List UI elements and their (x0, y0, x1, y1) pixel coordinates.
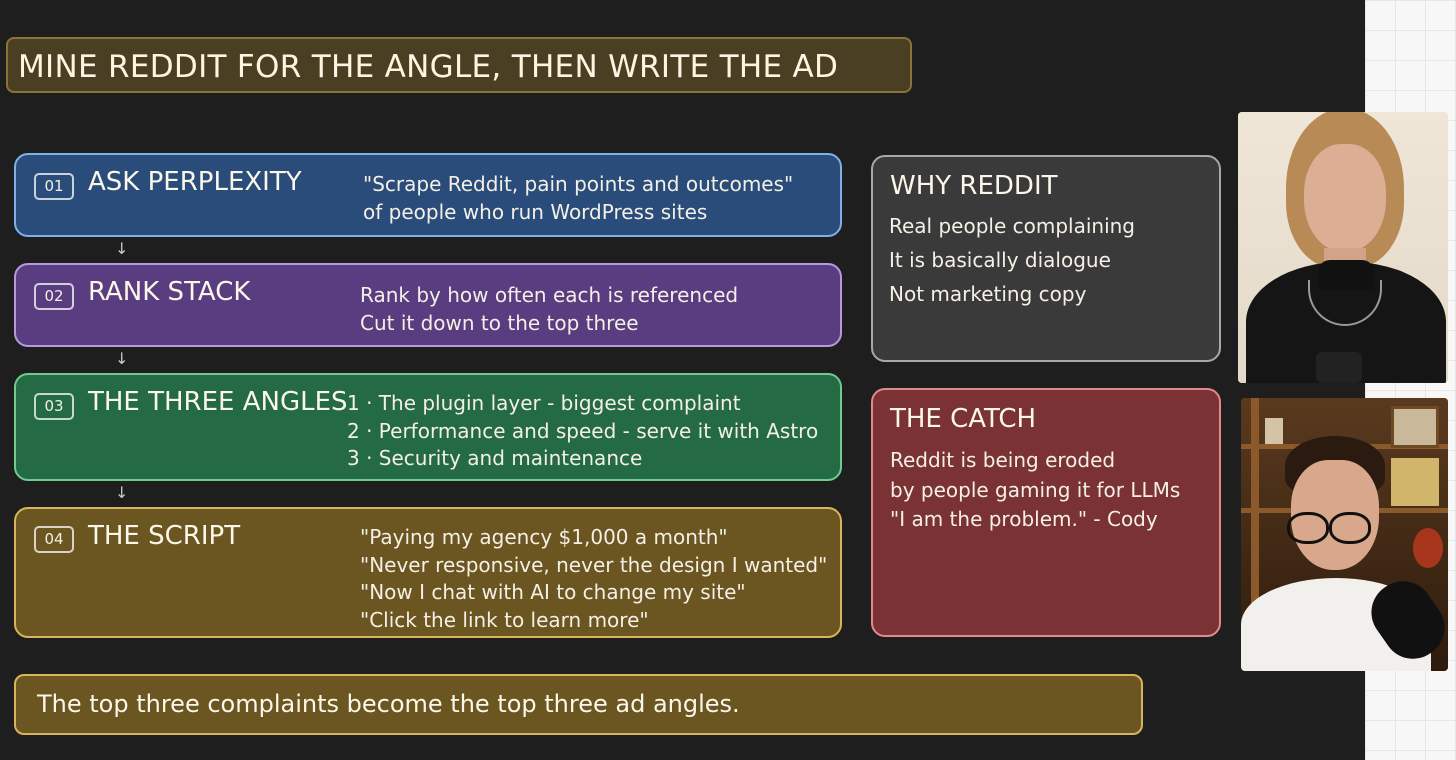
glasses-icon (1287, 512, 1329, 544)
shelf-object (1413, 528, 1443, 568)
shelf-object (1265, 418, 1283, 444)
step-card-the-script: 04 THE SCRIPT "Paying my agency $1,000 a… (14, 507, 842, 638)
down-arrow-icon: ↓ (115, 239, 129, 258)
step-line: "Scrape Reddit, pain points and outcomes… (363, 172, 794, 196)
step-card-ask-perplexity: 01 ASK PERPLEXITY "Scrape Reddit, pain p… (14, 153, 842, 237)
step-line: 1 · The plugin layer - biggest complaint (347, 391, 741, 415)
step-line: Cut it down to the top three (360, 310, 639, 335)
why-reddit-list: Real people complaining It is basically … (889, 213, 1135, 315)
presenter-face (1304, 144, 1386, 252)
step-line: "Click the link to learn more" (360, 607, 649, 632)
step-card-three-angles: 03 THE THREE ANGLES 1 · The plugin layer… (14, 373, 842, 481)
the-catch-list: Reddit is being eroded by people gaming … (890, 447, 1180, 536)
why-reddit-line: It is basically dialogue (889, 248, 1111, 272)
why-reddit-title: WHY REDDIT (890, 171, 1058, 201)
why-reddit-card: WHY REDDIT Real people complaining It is… (871, 155, 1221, 362)
step-line: "Now I chat with AI to change my site" (360, 580, 746, 604)
slide-title-box: MINE REDDIT FOR THE ANGLE, THEN WRITE TH… (6, 37, 912, 93)
the-catch-card: THE CATCH Reddit is being eroded by peop… (871, 388, 1221, 637)
takeaway-text: The top three complaints become the top … (37, 690, 740, 718)
why-reddit-line: Real people complaining (889, 214, 1136, 238)
step-line: 2 · Performance and speed - serve it wit… (347, 418, 819, 443)
slide-title: MINE REDDIT FOR THE ANGLE, THEN WRITE TH… (18, 49, 839, 85)
slide-canvas: MINE REDDIT FOR THE ANGLE, THEN WRITE TH… (6, 37, 1221, 735)
step-description: "Scrape Reddit, pain points and outcomes… (363, 171, 793, 226)
step-description: 1 · The plugin layer - biggest complaint… (347, 390, 818, 473)
step-line: "Paying my agency $1,000 a month" (360, 525, 728, 549)
the-catch-line: Reddit is being eroded (890, 448, 1116, 472)
the-catch-line: "I am the problem." - Cody (890, 507, 1158, 531)
step-line: of people who run WordPress sites (363, 199, 708, 224)
down-arrow-icon: ↓ (115, 483, 129, 502)
step-number: 04 (34, 526, 74, 553)
step-line: Rank by how often each is referenced (360, 283, 739, 307)
shelf-book (1391, 458, 1439, 506)
takeaway-banner: The top three complaints become the top … (14, 674, 1143, 735)
webcam-feed-presenter-2 (1241, 398, 1448, 671)
why-reddit-line: Not marketing copy (889, 282, 1087, 306)
step-description: "Paying my agency $1,000 a month" "Never… (360, 524, 827, 634)
down-arrow-icon: ↓ (115, 349, 129, 368)
step-title: THE THREE ANGLES (88, 387, 348, 417)
step-line: 3 · Security and maintenance (347, 446, 643, 470)
the-catch-title: THE CATCH (890, 404, 1037, 434)
webcam-feed-presenter-1 (1238, 112, 1448, 383)
glasses-icon (1329, 512, 1371, 544)
step-number: 01 (34, 173, 74, 200)
picture-frame (1391, 406, 1439, 448)
step-title: RANK STACK (88, 277, 251, 307)
step-line: "Never responsive, never the design I wa… (360, 552, 828, 577)
step-card-rank-stack: 02 RANK STACK Rank by how often each is … (14, 263, 842, 347)
step-title: THE SCRIPT (88, 521, 241, 551)
step-number: 02 (34, 283, 74, 310)
the-catch-line: by people gaming it for LLMs (890, 477, 1181, 502)
microphone-icon (1316, 352, 1362, 383)
step-description: Rank by how often each is referenced Cut… (360, 282, 738, 337)
bookshelf-post (1251, 398, 1259, 671)
step-number: 03 (34, 393, 74, 420)
step-title: ASK PERPLEXITY (88, 167, 302, 197)
